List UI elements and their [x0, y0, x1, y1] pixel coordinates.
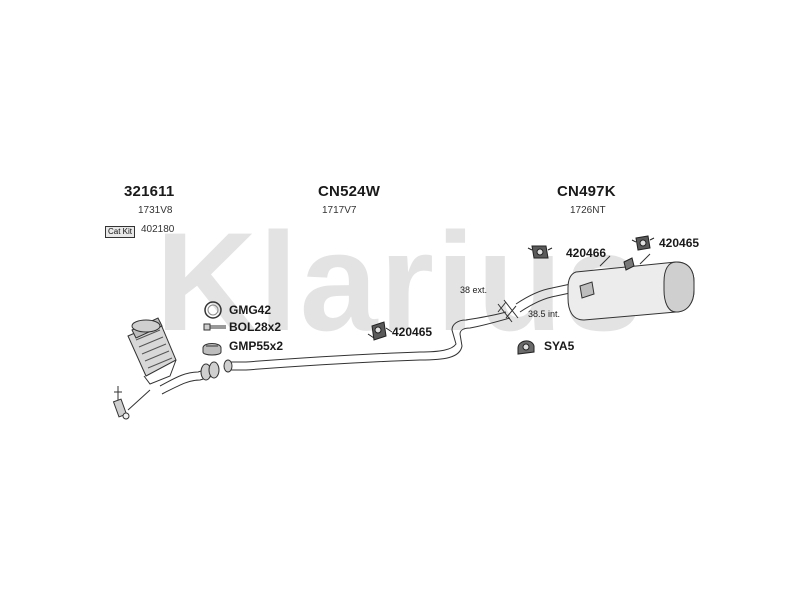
- bolt-label: BOL28x2: [229, 320, 282, 334]
- rear-mount-right-label: 420465: [659, 236, 700, 250]
- lambda-sensor: [112, 386, 151, 420]
- middle-part-number: CN524W: [318, 183, 381, 200]
- front-pipe: [159, 361, 220, 395]
- rear-ref-number: 1726NT: [570, 205, 606, 216]
- rear-mount-left-label: 420466: [566, 246, 607, 260]
- front-ref-number: 1731V8: [138, 205, 173, 216]
- joint-marker: [497, 299, 519, 323]
- mount-icon: [527, 245, 553, 259]
- internal-diameter-label: 38.5 int.: [528, 309, 561, 319]
- catalytic-converter: [127, 317, 177, 385]
- cat-kit-number: 402180: [141, 224, 175, 235]
- bolt-icon: [203, 323, 226, 331]
- rear-silencer: [515, 253, 695, 321]
- hanger-icon: [517, 340, 535, 355]
- watermark-logo: Klarius: [156, 203, 645, 360]
- front-part-number: 321611: [124, 183, 175, 200]
- mount-icon: [367, 321, 393, 341]
- middle-pipe: [223, 311, 511, 373]
- mount-icon: [631, 235, 655, 251]
- clamp-icon: [202, 343, 222, 356]
- mount-icon: [623, 257, 635, 271]
- middle-mount-label: 420465: [392, 325, 433, 339]
- gasket-label: GMG42: [229, 303, 272, 317]
- cat-kit-badge: Cat Kit: [105, 226, 136, 238]
- clamp-label: GMP55x2: [229, 339, 284, 353]
- external-diameter-label: 38 ext.: [460, 285, 488, 295]
- rear-part-number: CN497K: [557, 183, 616, 200]
- middle-ref-number: 1717V7: [322, 205, 357, 216]
- hanger-label: SYA5: [544, 339, 575, 353]
- gasket-icon: [204, 301, 222, 319]
